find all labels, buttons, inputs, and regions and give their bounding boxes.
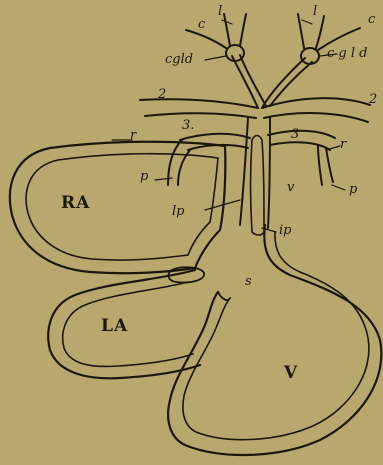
arch-2-right-lower bbox=[264, 113, 368, 122]
label-r-right: r bbox=[340, 138, 346, 151]
label-v-small: v bbox=[287, 181, 294, 194]
arch-2-right-upper bbox=[262, 98, 370, 108]
pulmonary-right-a bbox=[318, 145, 322, 185]
label-lp: lp bbox=[172, 205, 184, 218]
label-c-left: c bbox=[198, 18, 205, 31]
leader-lines bbox=[112, 20, 345, 232]
ventricle-inner bbox=[183, 232, 369, 440]
carotid-gland-right bbox=[301, 48, 319, 64]
label-v-big: V bbox=[284, 365, 298, 382]
ventricle-notch bbox=[218, 292, 230, 300]
label-r-left: r bbox=[130, 129, 136, 142]
right-atrium-outline bbox=[10, 142, 225, 273]
arch-3-right-upper bbox=[268, 131, 335, 138]
label-ip: ip bbox=[279, 224, 291, 237]
pulmonary-right-b bbox=[326, 148, 333, 182]
label-p-left: p bbox=[140, 170, 148, 183]
label-2-left: 2 bbox=[158, 88, 166, 101]
arch-3-right-lower bbox=[270, 142, 330, 150]
external-carotid-left bbox=[186, 30, 226, 48]
ventricle-outline bbox=[168, 225, 381, 455]
label-3-right: 3 bbox=[291, 128, 299, 141]
label-cgld-left: cgld bbox=[165, 53, 193, 66]
arch-3-left-lower bbox=[188, 145, 248, 150]
truncus-septum bbox=[251, 136, 265, 236]
label-l-left: l bbox=[218, 5, 222, 18]
label-s: s bbox=[245, 275, 252, 288]
carotid-gland-left bbox=[226, 45, 244, 61]
arch-2-left-lower bbox=[145, 113, 256, 118]
label-p-right: p bbox=[349, 183, 357, 196]
lingual-left bbox=[224, 14, 246, 46]
right-atrium-inner bbox=[26, 154, 218, 260]
label-la: LA bbox=[101, 318, 128, 335]
truncus-left-wall bbox=[240, 118, 248, 225]
lingual-right bbox=[298, 14, 324, 48]
label-l-right: l bbox=[313, 5, 317, 18]
arch-3-left-upper bbox=[180, 134, 250, 140]
label-2-right: 2 bbox=[369, 93, 377, 106]
label-ra: RA bbox=[61, 195, 90, 212]
label-c-right: c bbox=[368, 13, 375, 26]
label-3-left: 3. bbox=[182, 119, 194, 132]
label-cgld-right: c g l d bbox=[327, 47, 367, 60]
